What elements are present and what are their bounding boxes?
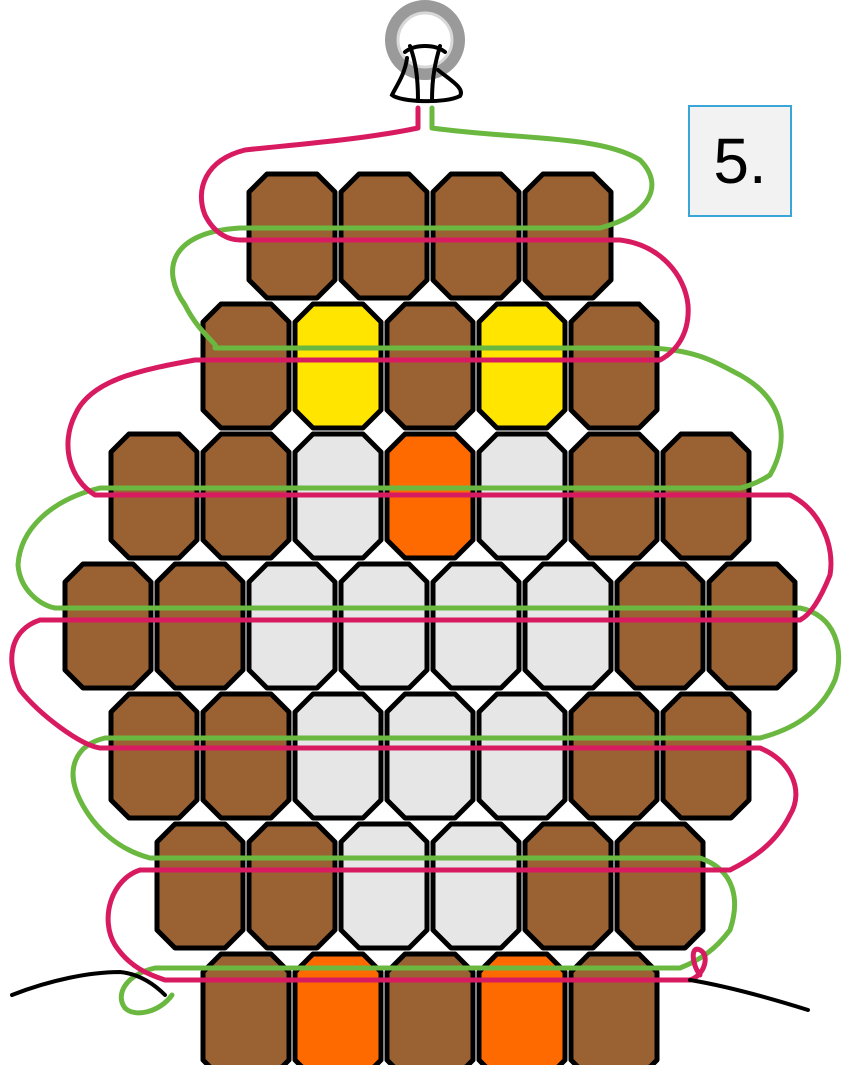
bead-brown-r5-c2 xyxy=(203,694,289,818)
bead-white-bead-r5-c4 xyxy=(387,694,473,818)
key-ring-outer xyxy=(391,6,459,74)
bead-brown-r6-c2 xyxy=(249,824,335,948)
bead-brown-r5-c7 xyxy=(663,694,749,818)
bead-brown-r6-c6 xyxy=(617,824,703,948)
bead-brown-r6-c1 xyxy=(157,824,243,948)
bead-yellow-r2-c2 xyxy=(295,304,381,428)
bead-brown-r5-c6 xyxy=(571,694,657,818)
bead-brown-r7-c1 xyxy=(203,954,289,1065)
bead-yellow-r2-c4 xyxy=(479,304,565,428)
bead-brown-r5-c1 xyxy=(111,694,197,818)
bead-brown-r1-c4 xyxy=(525,174,611,298)
bead-white-bead-r4-c4 xyxy=(341,564,427,688)
bead-brown-r7-c5 xyxy=(571,954,657,1065)
cord-end-left xyxy=(12,972,165,995)
bead-white-bead-r4-c6 xyxy=(525,564,611,688)
bead-white-bead-r5-c5 xyxy=(479,694,565,818)
bead-white-bead-r4-c3 xyxy=(249,564,335,688)
bead-brown-r4-c7 xyxy=(617,564,703,688)
bead-brown-r1-c2 xyxy=(341,174,427,298)
bead-orange-r7-c2 xyxy=(295,954,381,1065)
bead-brown-r4-c1 xyxy=(65,564,151,688)
bead-brown-r2-c3 xyxy=(387,304,473,428)
bead-white-bead-r6-c3 xyxy=(341,824,427,948)
bead-brown-r6-c5 xyxy=(525,824,611,948)
key-ring xyxy=(391,6,461,101)
cord-end-right xyxy=(690,980,808,1010)
bead-brown-r1-c3 xyxy=(433,174,519,298)
bead-brown-r2-c1 xyxy=(203,304,289,428)
bead-white-bead-r6-c4 xyxy=(433,824,519,948)
bead-orange-r7-c4 xyxy=(479,954,565,1065)
bead-white-bead-r4-c5 xyxy=(433,564,519,688)
bead-brown-r2-c5 xyxy=(571,304,657,428)
bead-brown-r4-c2 xyxy=(157,564,243,688)
step-number-box: 5. xyxy=(688,105,792,217)
bead-brown-r4-c8 xyxy=(709,564,795,688)
bead-white-bead-r5-c3 xyxy=(295,694,381,818)
bead-brown-r7-c3 xyxy=(387,954,473,1065)
bead-brown-r1-c1 xyxy=(249,174,335,298)
step-number-label: 5. xyxy=(713,129,766,193)
